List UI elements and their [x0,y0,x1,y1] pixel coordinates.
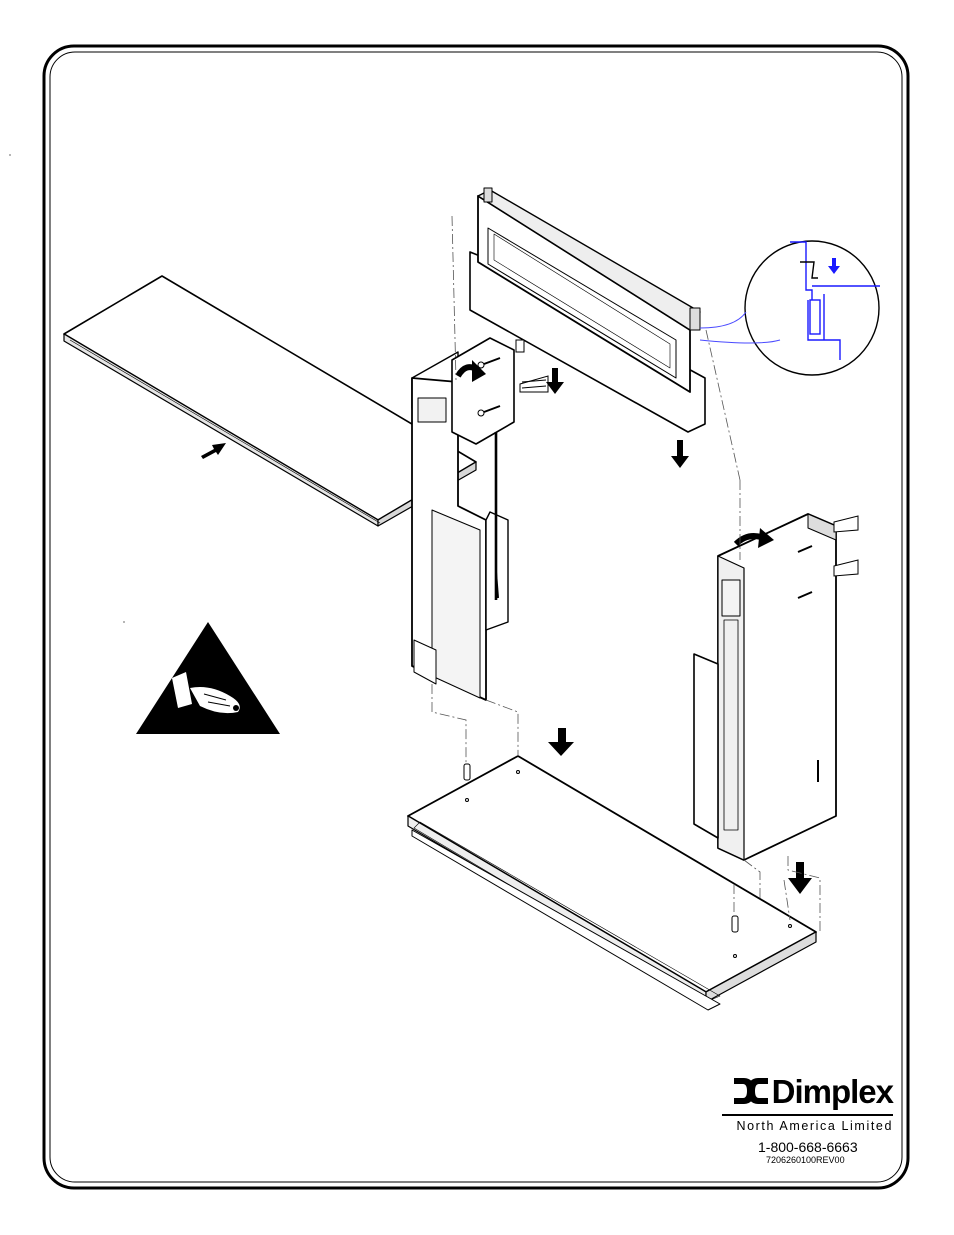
detail-magnifier-icon [699,240,880,376]
document-number: 7206260100REV00 [766,1155,845,1165]
rotate-arrow-icon [733,528,774,548]
left-side-upright [411,337,515,701]
dowel-icon [463,763,792,958]
right-side-upright [693,513,837,861]
alignment-lines [431,215,821,932]
page-border [42,44,910,1190]
move-arrow-icon [546,368,689,468]
screw-icon [495,515,859,782]
warning-triangle-icon [136,622,280,734]
brand-block: Dimplex North America Limited 1-800-668-… [718,1070,894,1165]
move-arrow-icon [548,728,812,894]
top-valance-panel [469,187,706,433]
dimplex-logo-mark-icon [733,1078,768,1104]
phone-number: 1-800-668-6663 [758,1139,858,1155]
move-arrow-icon [201,443,226,459]
rotate-arrow-icon [455,360,486,382]
logo-wordmark: Dimplex [771,1072,894,1110]
screw-icon [477,339,549,417]
base-panel [407,755,817,1011]
logo-row: Dimplex [718,1070,894,1112]
logo-rule [722,1114,893,1116]
stray-mark [123,621,125,623]
company-subline: North America Limited [736,1119,893,1133]
stray-mark [9,154,11,156]
